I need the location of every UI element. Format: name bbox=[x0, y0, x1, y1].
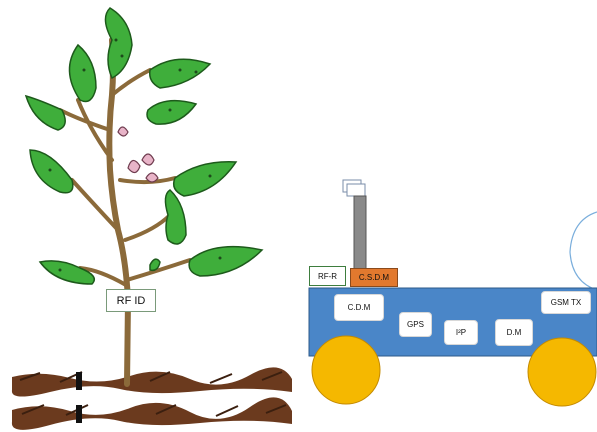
plant-leaves bbox=[24, 7, 264, 285]
plant-branches bbox=[58, 68, 192, 287]
plant-stem bbox=[106, 37, 132, 387]
soil-strip-bottom bbox=[11, 397, 293, 430]
plant-illustration bbox=[11, 7, 293, 430]
soil-strip-top bbox=[11, 367, 293, 397]
gsm-tx-module-label: GSM TX bbox=[541, 291, 591, 314]
dm-module-label: D.M bbox=[495, 319, 533, 346]
rf-id-tag-label: RF ID bbox=[106, 289, 156, 312]
plant-flowers bbox=[117, 126, 159, 183]
rf-reader-label: RF-R bbox=[309, 266, 346, 286]
gps-module-label: GPS bbox=[399, 312, 432, 337]
antenna-dish-outline bbox=[569, 211, 597, 291]
sensor-mast bbox=[353, 195, 367, 271]
csdm-module-label: C.S.D.M bbox=[350, 268, 398, 287]
left-wheel bbox=[311, 335, 381, 405]
cdm-module-label: C.D.M bbox=[334, 294, 384, 321]
sensor-head-icon bbox=[342, 179, 366, 197]
right-wheel bbox=[527, 337, 597, 407]
leaf-spots bbox=[48, 38, 222, 272]
ip-module-label: I²P bbox=[444, 320, 478, 345]
